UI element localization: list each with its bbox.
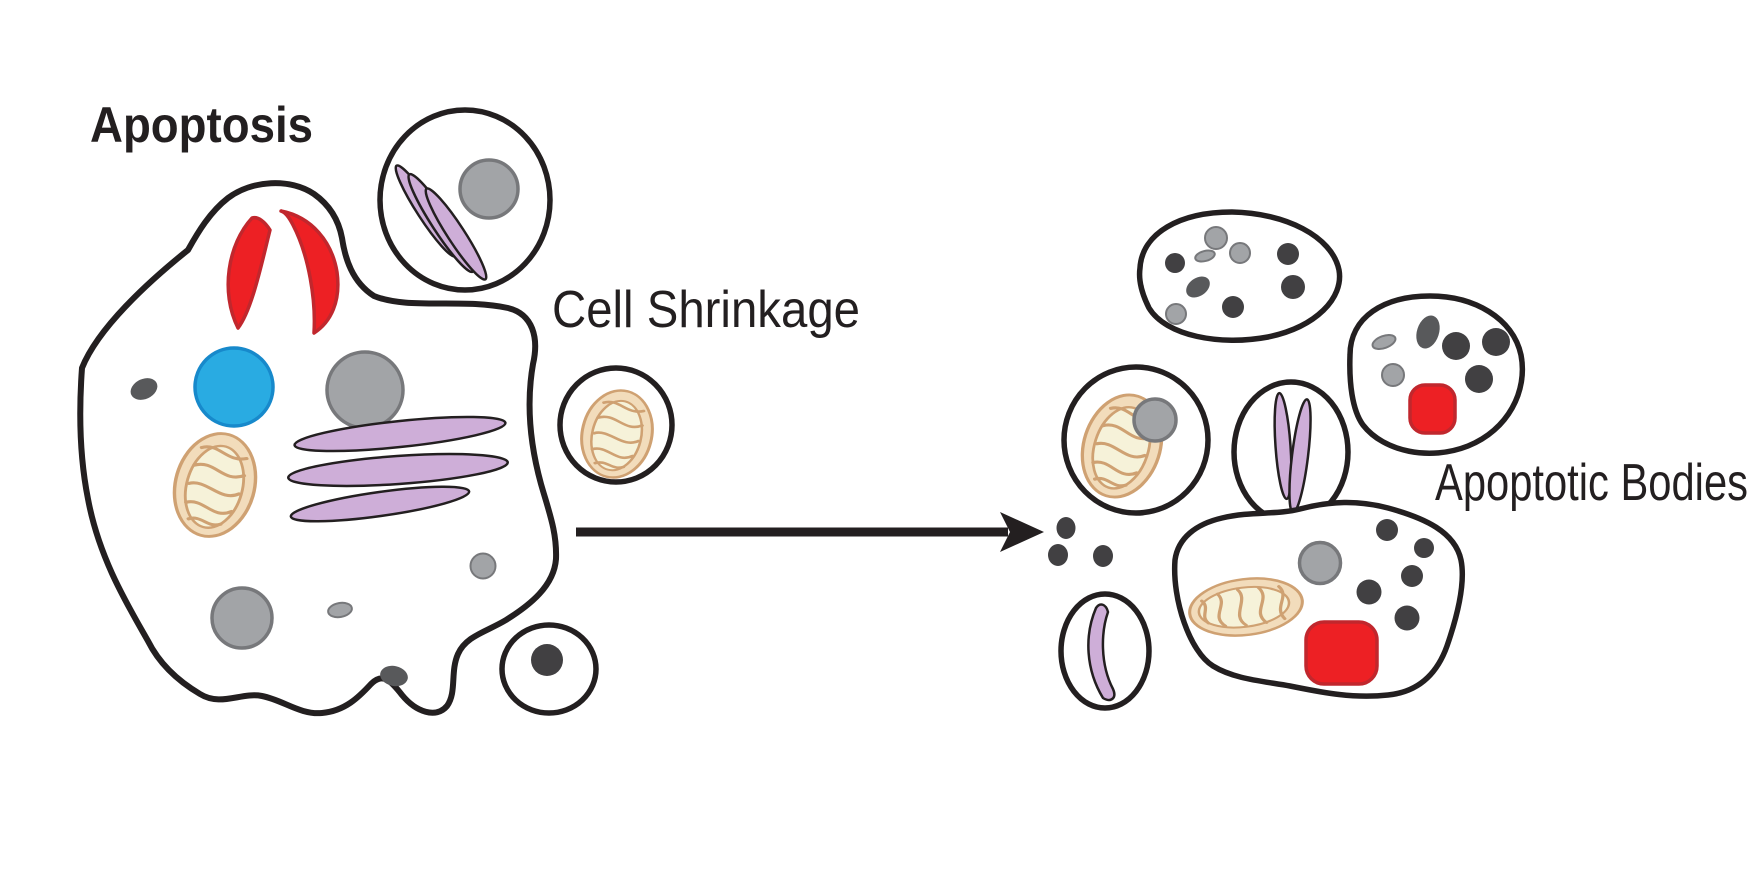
granule bbox=[1381, 363, 1405, 387]
granule bbox=[1222, 296, 1244, 318]
golgi-sac bbox=[424, 187, 488, 281]
granule bbox=[1204, 226, 1228, 250]
cell-shrinkage-label: Cell Shrinkage bbox=[552, 281, 860, 339]
granule bbox=[130, 378, 158, 400]
granule bbox=[1186, 276, 1210, 298]
granule bbox=[1371, 334, 1397, 350]
red-crescent bbox=[279, 209, 340, 335]
granule bbox=[1056, 517, 1076, 539]
granule bbox=[1048, 544, 1068, 566]
apoptotic-body-mitochondrion bbox=[1061, 364, 1211, 516]
golgi-fragment bbox=[1087, 603, 1116, 702]
apoptotic-body-oval bbox=[1136, 209, 1343, 343]
apoptotic-body-round bbox=[1347, 293, 1526, 456]
golgi-sac bbox=[287, 452, 509, 488]
process-arrow bbox=[576, 512, 1044, 552]
nucleus bbox=[1132, 397, 1178, 443]
red-crescent bbox=[226, 215, 272, 330]
apoptotic-body-golgi bbox=[1231, 379, 1351, 525]
nuclear-fragment bbox=[210, 586, 274, 650]
granule bbox=[1414, 538, 1434, 558]
nucleus bbox=[458, 158, 520, 220]
granule bbox=[469, 552, 497, 580]
granule bbox=[1165, 303, 1187, 325]
granule bbox=[1465, 365, 1493, 393]
bleb-with-mitochondrion bbox=[557, 365, 675, 487]
granule bbox=[1281, 275, 1305, 299]
granule bbox=[1482, 328, 1510, 356]
nucleus bbox=[1297, 540, 1343, 586]
red-vesicle bbox=[1304, 620, 1379, 686]
golgi-apparatus bbox=[287, 415, 509, 523]
granule bbox=[1194, 249, 1216, 263]
golgi-sac bbox=[293, 415, 507, 453]
golgi-fragment bbox=[1273, 391, 1293, 501]
blue-vacuole bbox=[193, 346, 275, 428]
apoptotic-bodies-label: Apoptotic Bodies bbox=[1435, 454, 1748, 512]
granule bbox=[327, 601, 353, 619]
granule bbox=[1442, 332, 1470, 360]
golgi-apparatus bbox=[394, 164, 488, 281]
granule bbox=[1401, 565, 1423, 587]
dying-cell bbox=[77, 107, 675, 717]
granule bbox=[1229, 242, 1251, 264]
apoptotic-body-large bbox=[1171, 499, 1466, 699]
free-granules bbox=[1048, 517, 1113, 567]
granule bbox=[1093, 545, 1113, 567]
body-membrane bbox=[1058, 591, 1152, 711]
golgi-sac bbox=[289, 485, 471, 523]
arrow-head bbox=[1000, 512, 1044, 552]
bleb-with-dark-nucleus bbox=[499, 622, 599, 716]
apoptotic-body-rod bbox=[1058, 591, 1152, 711]
page-title: Apoptosis bbox=[90, 97, 313, 153]
granule bbox=[1356, 579, 1382, 605]
condensed-nucleus bbox=[531, 644, 563, 676]
red-vesicle bbox=[1408, 383, 1457, 435]
granule bbox=[1277, 243, 1299, 265]
granule bbox=[1165, 253, 1185, 273]
body-membrane bbox=[1171, 499, 1466, 699]
granule bbox=[380, 665, 408, 687]
granule bbox=[1376, 519, 1398, 541]
striped-red-vesicle bbox=[226, 209, 340, 335]
nucleus bbox=[325, 350, 405, 430]
granule bbox=[1416, 315, 1440, 349]
bleb-with-golgi bbox=[377, 107, 553, 293]
granule bbox=[1394, 605, 1420, 631]
